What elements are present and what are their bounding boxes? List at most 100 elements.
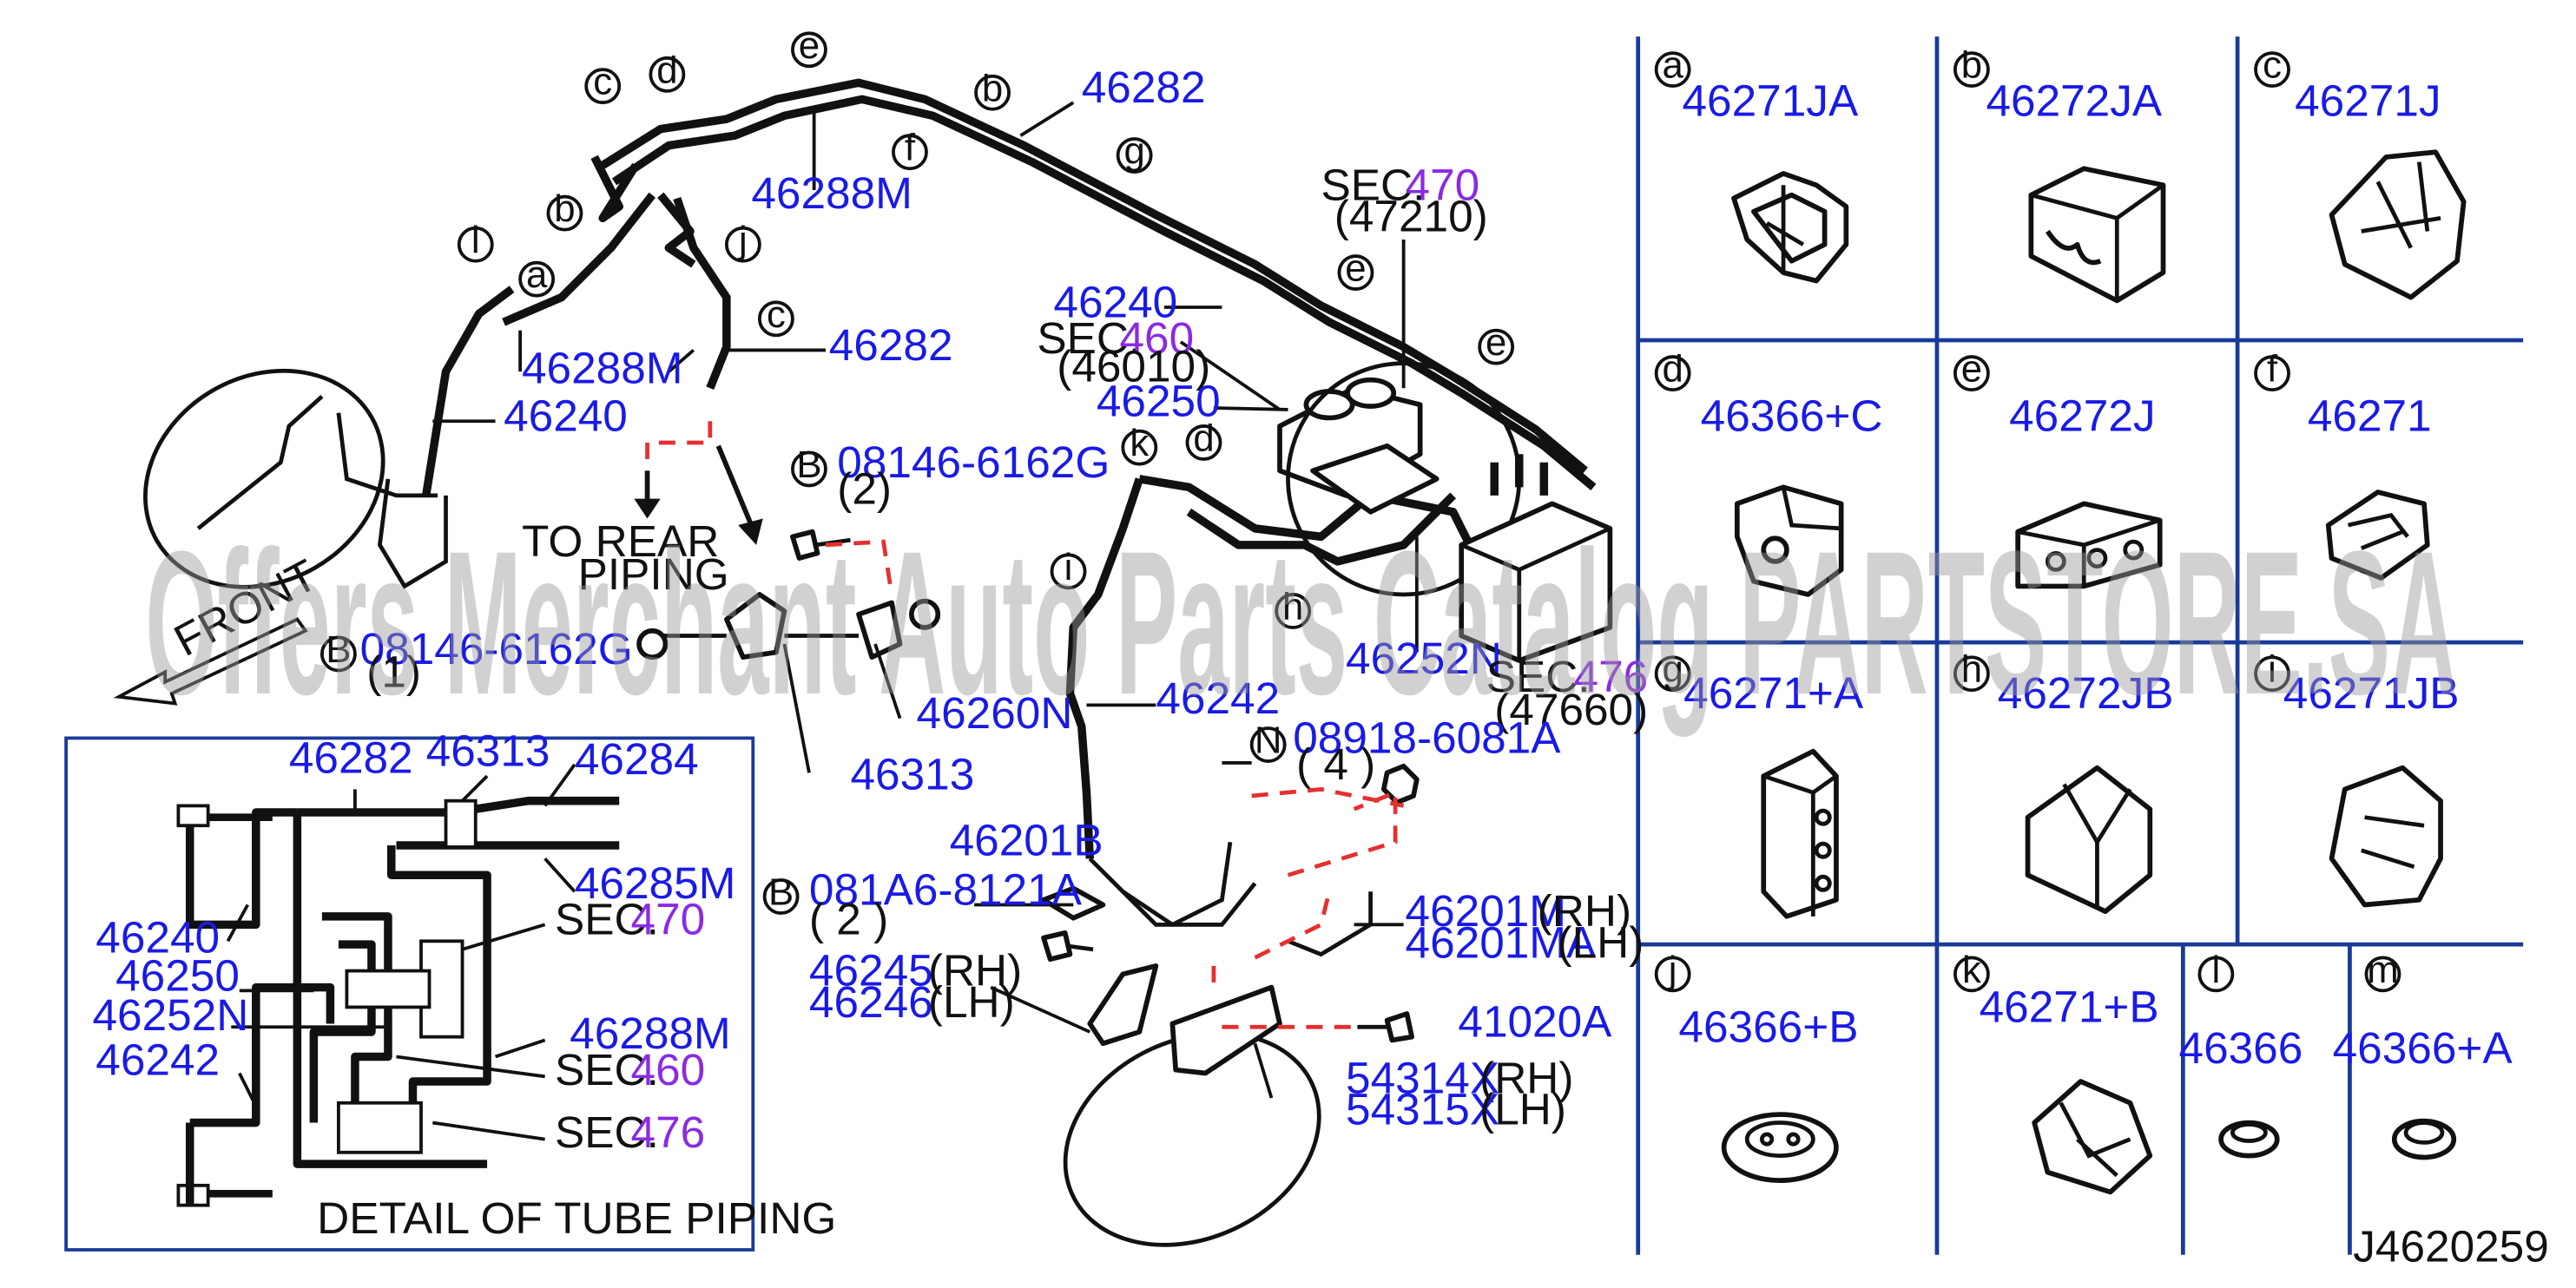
grid-cell-h: h 46272JB xyxy=(1953,648,2174,718)
grid-part-number: 46366+B xyxy=(1678,1002,1858,1051)
label-bolt-b2-code: 081A6-8121A xyxy=(809,865,1083,915)
callout-B-lower: B xyxy=(762,871,800,915)
detail-46250: 46250 xyxy=(115,950,240,1000)
grid-letter: b xyxy=(1961,44,1982,87)
watermark: Offers Merchant Auto Parts Catalog PARTS… xyxy=(145,509,2457,737)
callout-l: l xyxy=(457,219,494,263)
part-46271JA-drawing xyxy=(1731,171,1849,284)
svg-text:c: c xyxy=(593,61,612,103)
grid-letter: d xyxy=(1662,348,1683,391)
grid-letter-bubble xyxy=(1654,956,1691,993)
label-54315X-side: (LH) xyxy=(1479,1084,1566,1134)
grid-part-number: 46366 xyxy=(2179,1023,2303,1073)
callout-b-top: b xyxy=(974,67,1011,111)
label-46246-side: (LH) xyxy=(928,977,1015,1027)
grid-letter-bubble xyxy=(2364,956,2401,993)
label-sec460: SEC. xyxy=(1037,313,1141,363)
svg-text:N: N xyxy=(1255,720,1282,762)
svg-text:l: l xyxy=(471,219,480,261)
callout-h: h xyxy=(1275,585,1312,629)
grid-part-number: 46272JB xyxy=(1998,668,2174,718)
label-46245: 46245 xyxy=(809,946,933,996)
callout-g: g xyxy=(1116,130,1153,174)
detail-46288M: 46288M xyxy=(570,1009,731,1058)
callout-i: i xyxy=(1050,546,1087,590)
callout-b-left: b xyxy=(546,187,583,232)
label-to-rear-2: PIPING xyxy=(578,549,729,599)
label-46245-side: (RH) xyxy=(928,946,1022,996)
label-46240-left: 46240 xyxy=(504,391,628,441)
callout-N: N xyxy=(1249,720,1287,763)
grid-letter: f xyxy=(2267,348,2278,391)
svg-text:B: B xyxy=(768,871,794,914)
label-sec470-code: (47210) xyxy=(1334,192,1488,241)
part-46272JB-drawing xyxy=(2025,765,2153,914)
detail-46252N: 46252N xyxy=(93,990,249,1040)
svg-text:i: i xyxy=(1064,546,1073,588)
detail-box xyxy=(64,736,755,1252)
label-46313: 46313 xyxy=(850,749,974,798)
grid-letter-bubble xyxy=(1953,655,1990,693)
svg-text:e: e xyxy=(799,24,820,67)
part-46272JA-drawing xyxy=(2028,166,2166,304)
grid-part-number: 46271J xyxy=(2295,76,2441,125)
grid-cell-f: f 46271 xyxy=(2254,348,2432,441)
grid-letter: m xyxy=(2367,949,2398,991)
detail-46284: 46284 xyxy=(575,734,699,784)
detail-sec-476-num: 476 xyxy=(631,1107,706,1157)
callout-bubbles: c d e b f g b l j a c e e k d i h B B N … xyxy=(320,24,1515,915)
grid-letter-bubble xyxy=(1654,355,1691,392)
grid-part-number: 46271 xyxy=(2308,391,2432,441)
label-46201M: 46201M xyxy=(1406,886,1567,936)
svg-text:e: e xyxy=(1486,321,1506,364)
parts-grid-cells: a46271JAb46272JAc46271Jd46366+Ce46272Jf4… xyxy=(1654,44,2513,1073)
label-bolt-b-left-code: 08146-6162G xyxy=(360,624,633,674)
grid-letter: h xyxy=(1961,648,1982,691)
detail-sec-476: SEC. xyxy=(555,1107,659,1157)
label-41020A: 41020A xyxy=(1458,997,1612,1047)
grid-letter: k xyxy=(1962,949,1981,991)
detail-46282: 46282 xyxy=(289,733,413,782)
nut-08918 xyxy=(1380,763,1420,805)
grid-letter: e xyxy=(1961,348,1982,391)
detail-46240: 46240 xyxy=(96,913,220,963)
callout-k: k xyxy=(1121,422,1158,466)
grid-letter-bubble xyxy=(2254,355,2290,392)
label-46201M-side: (RH) xyxy=(1538,886,1631,936)
arrow-to-rear xyxy=(634,470,661,519)
detail-sec-460: SEC. xyxy=(555,1045,659,1094)
callout-a: a xyxy=(518,253,556,298)
arrow-to-junction xyxy=(715,444,763,545)
detail-title: DETAIL OF TUBE PIPING xyxy=(317,1193,836,1243)
callout-d-top: d xyxy=(649,49,686,93)
master-cylinder xyxy=(1277,377,1440,515)
grid-part-number: 46271+B xyxy=(1980,982,2159,1032)
label-bolt-b2-qty: ( 2 ) xyxy=(809,895,888,944)
svg-text:k: k xyxy=(1130,422,1149,464)
part-46366C-drawing xyxy=(1734,484,1844,597)
label-sec476: SEC. xyxy=(1486,652,1591,701)
part-46271J-drawing xyxy=(2329,149,2467,300)
label-sec476-num: 476 xyxy=(1574,652,1649,701)
part-46366-drawing xyxy=(2218,1120,2280,1159)
label-46201MA: 46201MA xyxy=(1406,917,1598,967)
bracket-54314X xyxy=(1169,984,1282,1076)
svg-text:b: b xyxy=(982,67,1003,109)
grid-part-number: 46366+C xyxy=(1701,391,1883,441)
grid-part-number: 46271JA xyxy=(1683,76,1859,125)
label-to-rear-1: TO REAR xyxy=(522,516,719,566)
svg-text:a: a xyxy=(526,253,548,296)
detail-sec-460-num: 460 xyxy=(631,1045,706,1094)
label-46246: 46246 xyxy=(809,977,933,1027)
callout-e-right: e xyxy=(1478,321,1515,365)
svg-text:e: e xyxy=(1345,247,1366,290)
abs-actuator xyxy=(1459,454,1613,663)
svg-text:B: B xyxy=(796,444,821,486)
